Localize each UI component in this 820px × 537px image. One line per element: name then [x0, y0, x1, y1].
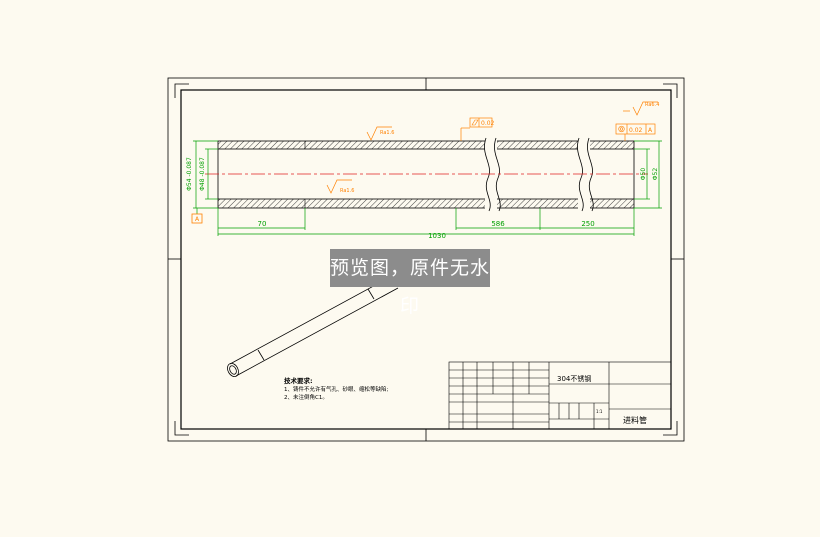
flatness-frame [469, 117, 493, 128]
pipe-section-view [205, 137, 648, 212]
flatness-value: 0.02 [481, 120, 495, 127]
flatness-icon [471, 119, 479, 126]
dim-segment-right: 250 [581, 220, 594, 228]
isometric-pipe-view [227, 275, 399, 378]
dimension-lines [193, 140, 662, 236]
surface-finish-symbols [326, 101, 658, 194]
tech-req-line-2: 2、未注倒角C1。 [284, 393, 328, 401]
break-line-2a [577, 137, 584, 212]
roughness-top: Ra1.6 [380, 130, 394, 136]
dim-outer-dia-left: Φ54 -0.087 [186, 157, 193, 191]
watermark-banner: 预览图，原件无水印 [330, 249, 490, 317]
datum-a-label: A [195, 216, 200, 223]
concentricity-icon [618, 125, 625, 133]
dim-segment-mid: 586 [491, 220, 505, 228]
dim-inner-dia-right: Φ50 [640, 168, 647, 181]
title-block [448, 361, 672, 430]
corner-mark-tr [663, 83, 678, 98]
dim-outer-dia-right: Φ52 [652, 168, 659, 181]
corner-mark-tl [174, 83, 189, 98]
concentricity-value: 0.02 [629, 127, 643, 134]
break-gap-2 [578, 138, 590, 211]
concentricity-datum: A [648, 127, 653, 134]
corner-mark-bl [174, 421, 189, 436]
tech-req-line-1: 1、铸件不允许有气孔、砂眼、缩松等缺陷; [284, 385, 389, 393]
dim-segment-left: 70 [258, 220, 267, 228]
tech-req-heading: 技术要求: [284, 376, 313, 385]
break-line-1a [484, 137, 491, 212]
roughness-bottom: Ra1.6 [340, 188, 354, 194]
title-block-material: 304不锈钢 [557, 374, 591, 383]
corner-mark-br [663, 421, 678, 436]
break-line-2b [587, 137, 594, 212]
title-block-scale: 1:1 [596, 409, 603, 414]
concentricity-icon-inner [619, 127, 624, 131]
title-block-title: 进料管 [623, 415, 647, 425]
datum-a-box [191, 213, 203, 224]
break-line-1b [494, 137, 501, 212]
dim-overall-length: 1030 [428, 232, 446, 240]
pipe-wall-top [217, 140, 635, 150]
roughness-general: Ra6.4 [645, 102, 659, 108]
dim-inner-dia-left: Φ48 -0.087 [199, 157, 206, 191]
break-gap-1 [485, 138, 497, 211]
concentricity-frame [615, 123, 656, 135]
pipe-wall-bottom [217, 198, 635, 209]
